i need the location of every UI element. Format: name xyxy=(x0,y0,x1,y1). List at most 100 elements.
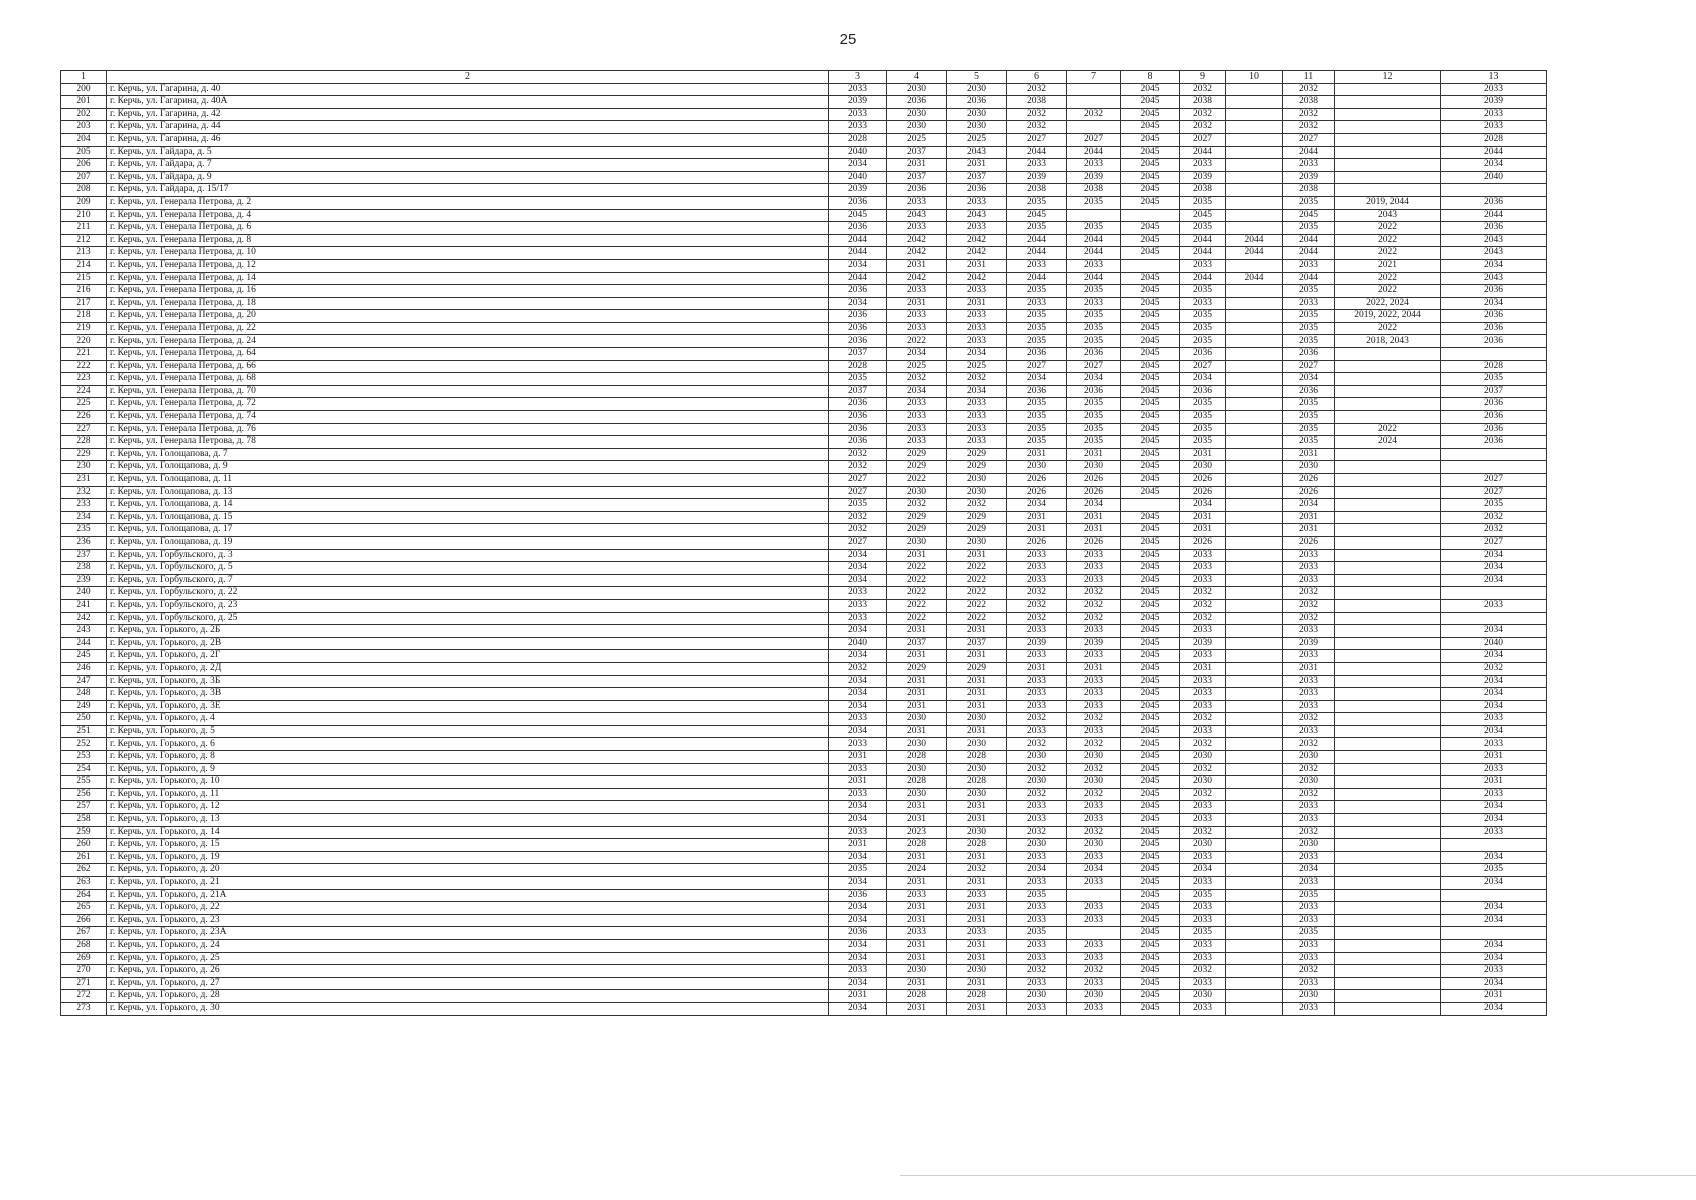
year-cell-col-13: 2034 xyxy=(1440,158,1547,172)
address-cell: г. Керчь, ул. Горького, д. 22 xyxy=(106,901,829,915)
year-cell-col-6: 2035 xyxy=(1006,284,1067,298)
year-cell-col-3: 2028 xyxy=(828,359,887,374)
year-cell-col-12 xyxy=(1334,750,1441,764)
year-cell-col-3: 2028 xyxy=(828,132,887,147)
header-cell-col-1: 1 xyxy=(60,70,107,84)
year-cell-col-3: 2035 xyxy=(828,372,887,386)
year-cell-col-3: 2031 xyxy=(828,838,887,852)
year-cell-col-8: 2045 xyxy=(1120,195,1180,210)
year-cell-col-3: 2031 xyxy=(828,775,887,789)
header-cell-col-6: 6 xyxy=(1006,70,1067,84)
year-cell-col-3: 2034 xyxy=(828,548,887,563)
year-cell-col-5: 2028 xyxy=(946,838,1007,852)
year-cell-col-9: 2033 xyxy=(1179,258,1226,273)
year-cell-col-10 xyxy=(1225,611,1283,626)
year-cell-col-9: 2032 xyxy=(1179,825,1226,840)
address-cell: г. Керчь, ул. Голощапова, д. 13 xyxy=(106,485,829,500)
row-number-cell: 228 xyxy=(60,435,107,449)
year-cell-col-7: 2044 xyxy=(1066,271,1121,286)
year-cell-col-11: 2033 xyxy=(1282,573,1335,588)
address-cell: г. Керчь, ул. Горького, д. 13 xyxy=(106,813,829,827)
year-cell-col-8: 2045 xyxy=(1120,548,1180,563)
year-cell-col-9: 2033 xyxy=(1179,813,1226,827)
year-cell-col-13: 2034 xyxy=(1440,800,1547,815)
year-cell-col-5: 2032 xyxy=(946,372,1007,386)
year-cell-col-9: 2032 xyxy=(1179,598,1226,613)
header-cell-col-13: 13 xyxy=(1440,70,1547,84)
year-cell-col-7: 2033 xyxy=(1066,296,1121,311)
year-cell-col-11: 2032 xyxy=(1282,737,1335,752)
year-cell-col-10 xyxy=(1225,712,1283,726)
year-cell-col-9: 2027 xyxy=(1179,132,1226,147)
address-cell: г. Керчь, ул. Горького, д. 21 xyxy=(106,876,829,890)
year-cell-col-10 xyxy=(1225,397,1283,412)
year-cell-col-12: 2022 xyxy=(1334,422,1441,437)
year-cell-col-6: 2033 xyxy=(1006,561,1067,575)
year-cell-col-9: 2044 xyxy=(1179,246,1226,260)
year-cell-col-8: 2045 xyxy=(1120,372,1180,386)
row-number-cell: 237 xyxy=(60,548,107,563)
year-cell-col-3: 2040 xyxy=(828,145,887,160)
year-cell-col-9: 2033 xyxy=(1179,624,1226,638)
year-cell-col-6: 2032 xyxy=(1006,712,1067,726)
year-cell-col-13: 2033 xyxy=(1440,712,1547,726)
year-cell-col-6: 2044 xyxy=(1006,246,1067,260)
year-cell-col-8: 2045 xyxy=(1120,384,1180,399)
year-cell-col-6: 2030 xyxy=(1006,989,1067,1003)
year-cell-col-7: 2027 xyxy=(1066,359,1121,374)
year-cell-col-9: 2035 xyxy=(1179,926,1226,940)
address-cell: г. Керчь, ул. Гайдара, д. 5 xyxy=(106,145,829,160)
year-cell-col-3: 2035 xyxy=(828,498,887,512)
year-cell-col-11: 2027 xyxy=(1282,132,1335,147)
year-cell-col-11: 2039 xyxy=(1282,170,1335,185)
year-cell-col-3: 2040 xyxy=(828,170,887,185)
header-cell-col-3: 3 xyxy=(828,70,887,84)
address-cell: г. Керчь, ул. Гагарина, д. 44 xyxy=(106,120,829,134)
year-cell-col-9: 2030 xyxy=(1179,750,1226,764)
year-cell-col-4: 2033 xyxy=(886,888,947,903)
year-cell-col-8: 2045 xyxy=(1120,95,1180,109)
year-cell-col-10 xyxy=(1225,447,1283,462)
year-cell-col-9: 2032 xyxy=(1179,787,1226,802)
year-cell-col-9: 2031 xyxy=(1179,447,1226,462)
year-cell-col-9: 2033 xyxy=(1179,938,1226,953)
year-cell-col-11: 2045 xyxy=(1282,208,1335,223)
row-number-cell: 207 xyxy=(60,170,107,185)
year-cell-col-13: 2033 xyxy=(1440,598,1547,613)
year-cell-col-9: 2033 xyxy=(1179,1001,1226,1016)
year-cell-col-13: 2034 xyxy=(1440,724,1547,739)
year-cell-col-3: 2045 xyxy=(828,208,887,223)
year-cell-col-11: 2026 xyxy=(1282,473,1335,487)
year-cell-col-3: 2039 xyxy=(828,95,887,109)
year-cell-col-12 xyxy=(1334,158,1441,172)
year-cell-col-3: 2032 xyxy=(828,523,887,537)
header-cell-col-11: 11 xyxy=(1282,70,1335,84)
year-cell-col-3: 2036 xyxy=(828,888,887,903)
year-cell-col-6: 2026 xyxy=(1006,535,1067,550)
year-cell-col-13: 2034 xyxy=(1440,1001,1547,1016)
year-cell-col-12 xyxy=(1334,485,1441,500)
row-number-cell: 215 xyxy=(60,271,107,286)
year-cell-col-7: 2032 xyxy=(1066,964,1121,978)
year-cell-col-7: 2033 xyxy=(1066,976,1121,991)
year-cell-col-7: 2035 xyxy=(1066,321,1121,336)
year-cell-col-5: 2030 xyxy=(946,762,1007,777)
year-cell-col-11: 2033 xyxy=(1282,913,1335,928)
year-cell-col-9: 2034 xyxy=(1179,498,1226,512)
address-cell: г. Керчь, ул. Горького, д. 25 xyxy=(106,951,829,966)
year-cell-col-7: 2038 xyxy=(1066,183,1121,197)
year-cell-col-6: 2033 xyxy=(1006,624,1067,638)
address-cell: г. Керчь, ул. Горького, д. 11 xyxy=(106,787,829,802)
address-cell: г. Керчь, ул. Горбульского, д. 25 xyxy=(106,611,829,626)
year-cell-col-11: 2035 xyxy=(1282,926,1335,940)
year-cell-col-7: 2035 xyxy=(1066,195,1121,210)
year-cell-col-6: 2033 xyxy=(1006,951,1067,966)
